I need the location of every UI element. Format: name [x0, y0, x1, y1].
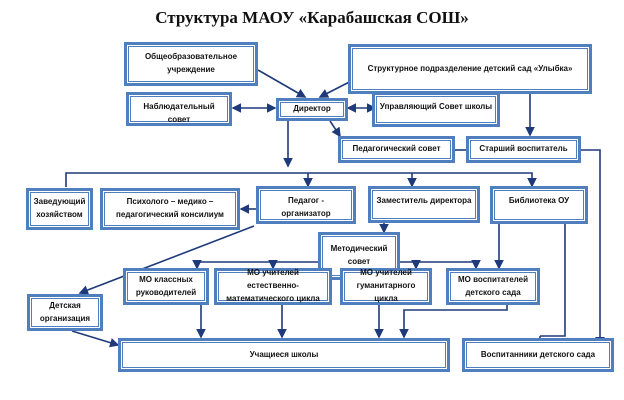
box-mo-class-teachers: МО классных руководителей [123, 268, 209, 305]
box-mo-science: МО учителей естественно-математического … [214, 268, 332, 305]
box-mo-kindergarten: МО воспитателей детского сада [446, 268, 540, 305]
box-children-organization: Детская организация [27, 294, 103, 331]
box-mo-humanities: МО учителей гуманитарного цикла [340, 268, 432, 305]
diagram-title: Структура МАОУ «Карабашская СОШ» [155, 8, 469, 27]
box-senior-educator: Старший воспитатель [466, 136, 581, 163]
box-kindergarten-unit: Структурное подразделение детский сад «У… [348, 44, 592, 94]
box-director: Директор [276, 98, 348, 121]
box-facility-manager: Заведующий хозяйством [26, 188, 93, 230]
box-pmpk: Психолого – медико – педагогический конс… [100, 188, 240, 230]
box-governing-council: Управляющий Совет школы [372, 92, 500, 127]
box-general-school: Общеобразовательное учреждение [124, 42, 258, 86]
box-supervisory-board: Наблюдательный совет [126, 92, 232, 126]
box-kindergarten-pupils: Воспитанники детского сада [462, 338, 614, 372]
box-library: Библиотека ОУ [490, 186, 588, 224]
box-teacher-organizer: Педагог - организатор [256, 186, 356, 224]
box-deputy-director: Заместитель директора [368, 186, 480, 223]
box-students: Учащиеся школы [118, 338, 450, 372]
box-pedagogical-council: Педагогический совет [338, 136, 455, 163]
